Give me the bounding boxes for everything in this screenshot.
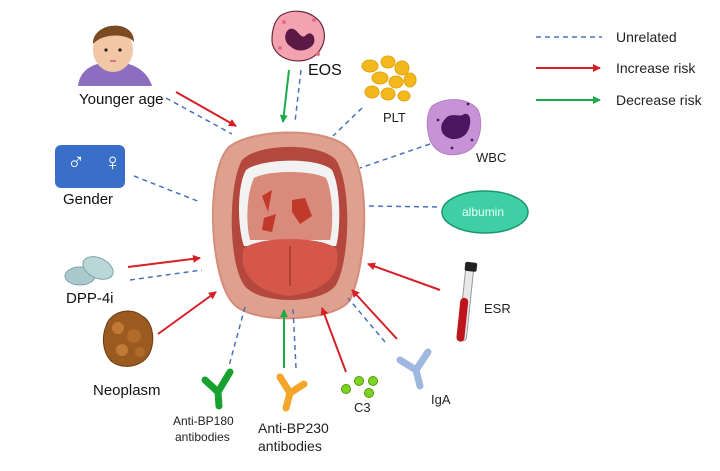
- anti-bp180-unrelated-line: [228, 306, 246, 367]
- relation-lines: [127, 69, 441, 373]
- dpp4i-pills-icon: [64, 256, 114, 286]
- legend-increase-label: Increase risk: [616, 60, 696, 76]
- younger-age-label: Younger age: [79, 91, 164, 108]
- dpp4i-increase-arrow: [127, 254, 201, 268]
- mouth-illustration: [211, 131, 366, 320]
- wbc-cell-icon: [426, 99, 482, 156]
- iga-label: IgA: [431, 392, 451, 407]
- iga-unrelated-line: [347, 297, 386, 343]
- c3-complement-icon: [341, 376, 378, 398]
- anti-bp230-label-line2: antibodies: [258, 438, 322, 454]
- esr-increase-arrow: [367, 262, 441, 291]
- neoplasm-label: Neoplasm: [93, 382, 161, 399]
- iga-increase-arrow: [351, 289, 398, 340]
- eos-cell-icon: [271, 10, 325, 62]
- gender-box: [55, 145, 125, 188]
- anti-bp180-label-line1: Anti-BP180: [173, 414, 234, 428]
- anti-bp180-antibody-icon: [201, 368, 234, 410]
- esr-blood-tube-icon: [456, 261, 478, 342]
- gender-symbols-icon: ♂ ♀: [67, 149, 128, 176]
- anti-bp180-label-line2: antibodies: [175, 430, 230, 444]
- eos-decrease-arrow: [279, 69, 290, 123]
- younger-age-unrelated-line: [165, 97, 233, 135]
- albumin-label: albumin: [462, 205, 505, 219]
- anti-bp230-label-line1: Anti-BP230: [258, 420, 329, 436]
- neoplasm-tumor-icon: [102, 310, 154, 367]
- plt-label: PLT: [383, 110, 406, 125]
- plt-platelets-icon: [361, 55, 417, 102]
- legend: [536, 36, 602, 104]
- gender-unrelated-line: [133, 175, 201, 203]
- younger-age-increase-arrow: [175, 91, 237, 127]
- anti-bp230-antibody-icon: [276, 373, 308, 412]
- younger-age-avatar-icon: [78, 25, 152, 86]
- dpp4i-label: DPP-4i: [66, 290, 114, 307]
- legend-decrease-label: Decrease risk: [616, 92, 702, 108]
- dpp4i-unrelated-line: [129, 269, 203, 281]
- c3-increase-arrow: [320, 307, 347, 373]
- legend-unrelated-label: Unrelated: [616, 29, 677, 45]
- plt-unrelated-line: [332, 107, 363, 137]
- eos-label: EOS: [308, 62, 342, 79]
- neoplasm-increase-arrow: [157, 291, 217, 335]
- albumin-ellipse: [441, 190, 529, 234]
- albumin-unrelated-line: [367, 205, 438, 208]
- gender-label: Gender: [63, 191, 114, 208]
- esr-label: ESR: [484, 301, 511, 316]
- wbc-label: WBC: [476, 150, 507, 165]
- wbc-unrelated-line: [359, 143, 431, 169]
- iga-antibody-icon: [396, 348, 432, 390]
- eos-unrelated-line: [294, 69, 302, 123]
- anti-bp230-unrelated-line: [292, 307, 297, 369]
- c3-label: C3: [354, 400, 371, 415]
